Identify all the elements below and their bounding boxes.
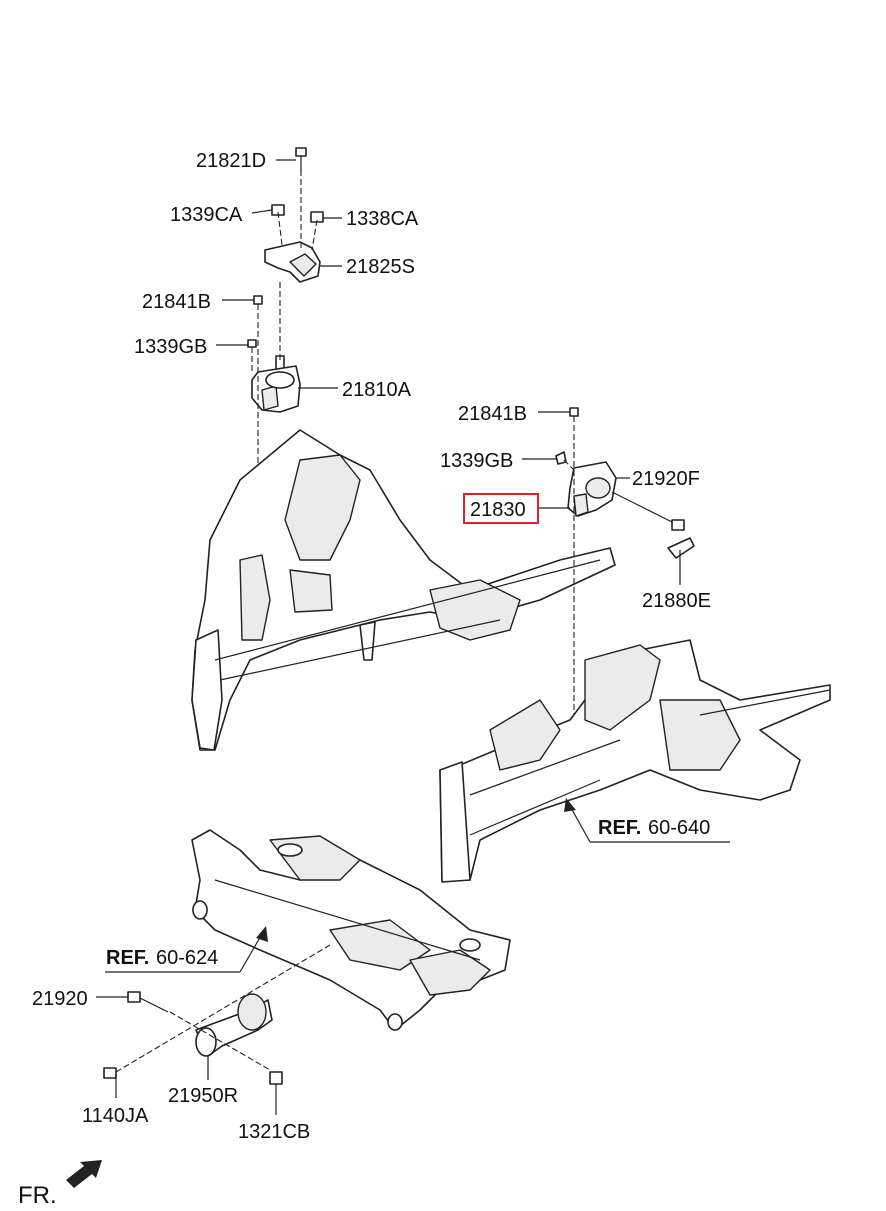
ref-60-640-number[interactable]: 60-640	[648, 817, 710, 839]
nut-1339GB-right-icon	[555, 451, 567, 465]
label-1140JA: 1140JA	[82, 1105, 149, 1127]
label-21880E: 21880E	[642, 590, 711, 612]
label-1339GB-top: 1339GB	[134, 336, 207, 358]
label-21830[interactable]: 21830	[470, 499, 526, 521]
bolt-21841B-right-icon	[569, 407, 579, 417]
bracket-21825S-icon	[264, 241, 321, 283]
ref-60-624-number[interactable]: 60-624	[156, 947, 218, 969]
left-side-member-icon	[191, 429, 616, 751]
mount-21810A-icon	[251, 355, 301, 413]
label-1339CA: 1339CA	[170, 204, 243, 226]
mount-21830-icon	[567, 461, 617, 517]
front-direction-label: FR.	[18, 1182, 57, 1209]
label-21810A: 21810A	[342, 379, 412, 401]
label-21841B-top: 21841B	[142, 291, 211, 313]
bolt-1140JA-icon	[103, 1067, 117, 1079]
bolt-21920-icon	[127, 991, 169, 1013]
rod-21950R-icon	[195, 993, 273, 1057]
front-direction-arrow-icon	[66, 1160, 102, 1188]
ref-arrow-2-icon	[256, 926, 268, 942]
nut-1339GB-top-icon	[247, 339, 257, 348]
label-21920F: 21920F	[632, 468, 700, 490]
ref-60-624-prefix: REF.	[106, 947, 149, 969]
ref-60-640-prefix: REF.	[598, 817, 641, 839]
ref-arrow-icon	[564, 798, 576, 812]
bolt-21920F-icon	[611, 491, 685, 531]
bolt-21841B-top-icon	[253, 295, 263, 305]
subframe-icon	[191, 829, 511, 1031]
label-21841B-right: 21841B	[458, 403, 527, 425]
highlight-box-21830	[463, 493, 539, 524]
label-1321CB: 1321CB	[238, 1121, 310, 1143]
label-21821D: 21821D	[196, 150, 266, 172]
label-1339GB-right: 1339GB	[440, 450, 513, 472]
label-21825S: 21825S	[346, 256, 415, 278]
label-21920: 21920	[32, 988, 88, 1010]
bolt-21821D-icon	[295, 147, 307, 172]
right-side-member-icon	[439, 639, 831, 883]
label-1338CA: 1338CA	[346, 208, 419, 230]
nut-1321CB-icon	[269, 1071, 283, 1085]
label-21950R: 21950R	[168, 1085, 238, 1107]
bracket-21880E-icon	[667, 537, 695, 559]
